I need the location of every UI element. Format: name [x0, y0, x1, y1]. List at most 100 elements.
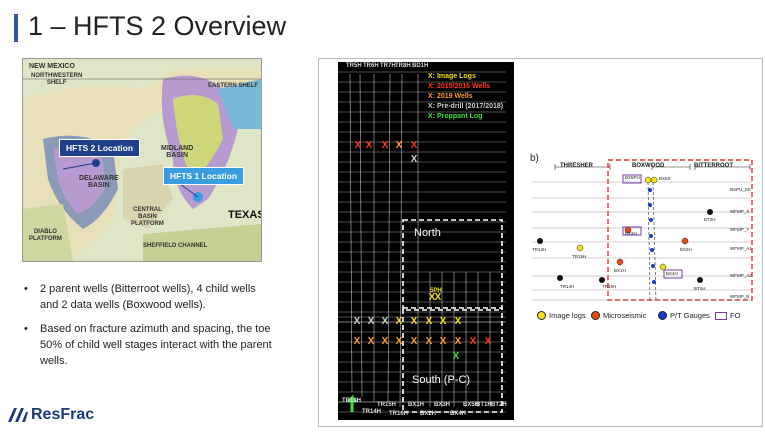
svg-text:X: X [382, 336, 389, 347]
image-log-marker [537, 311, 546, 320]
svg-text:X: X [453, 351, 460, 362]
well-label-bx3h: BX3H [434, 402, 451, 408]
well-label-bx4h: BX4H [450, 411, 467, 417]
legend-microseismic-text: Microseismic [603, 311, 647, 320]
well-label-bx5ph: BX5PH [625, 175, 640, 180]
well-label-bt2h-b: BT2H [704, 217, 716, 222]
well-label-tr16h-b: TR16H [602, 284, 617, 289]
svg-text:X: X [455, 316, 462, 327]
map-label-diablo-platform: DIABLO PLATFORM [29, 229, 62, 242]
well-label-bt1h: BT1H [476, 402, 492, 408]
map-label-delaware-basin: DELAWARE BASIN [79, 175, 119, 189]
panel-a-legend-2019: X: 2019 Wells [428, 93, 473, 100]
formation-label-bspu-ss: BSPU_SS [730, 187, 751, 192]
svg-text:X: X [354, 336, 361, 347]
group-label-bitterroot: BITTERROOT [694, 163, 733, 169]
map-label-sheffield-channel: SHEFFIELD CHANNEL [143, 243, 208, 249]
legend-fo: FO [715, 311, 740, 320]
svg-text:X: X [426, 336, 433, 347]
hfts2-location-label: HFTS 2 Location [59, 139, 141, 157]
formation-label-wfmp-a1: WFMP_A1 [730, 246, 752, 251]
svg-text:X: X [396, 140, 403, 151]
group-label-boxwood: BOXWOOD [632, 163, 665, 169]
formation-label-wfmp-a2: WFMP_A2 [730, 273, 752, 278]
well-label-bx1h-b: BX1H [614, 268, 626, 273]
legend-pt-gauges: P/T Gauges [658, 311, 710, 320]
svg-text:X: X [396, 316, 403, 327]
svg-text:X: X [426, 316, 433, 327]
svg-text:X: X [368, 316, 375, 327]
svg-text:X: X [435, 292, 442, 303]
formation-label-wfmp-x: WFMP_X [730, 209, 750, 214]
well-label-tr14h-b: TR14H [560, 284, 575, 289]
legend-fo-text: FO [730, 311, 741, 320]
bullet-list: 2 parent wells (Bitterroot wells), 4 chi… [22, 281, 272, 377]
map-label-eastern-shelf: EASTERN SHELF [208, 83, 259, 89]
well-label-tr13h: TR13H [342, 398, 362, 404]
svg-text:X: X [429, 292, 436, 303]
panel-b-label: b) [530, 153, 539, 164]
svg-text:X: X [382, 140, 389, 151]
svg-text:X: X [354, 316, 361, 327]
panel-a-legend-2015-2016: X: 2015/2016 Wells [428, 83, 491, 90]
svg-text:X: X [411, 336, 418, 347]
svg-text:X: X [440, 316, 447, 327]
map-label-northwestern-shelf: NORTHWESTERN SHELF [31, 73, 83, 86]
microseismic-marker [591, 311, 600, 320]
resfrac-logo-icon [8, 408, 28, 422]
well-label-bx3h-b: BX3H [625, 231, 637, 236]
well-label-tr14h: TR14H [362, 409, 382, 415]
sph-label: 5PH [430, 288, 442, 294]
svg-text:X: X [485, 336, 492, 347]
bullet-item: 2 parent wells (Bitterroot wells), 4 chi… [22, 281, 272, 313]
permian-basin-map: NEW MEXICO NORTHWESTERN SHELF EASTERN SH… [22, 58, 262, 262]
svg-text:X: X [440, 336, 447, 347]
panel-a-legend-image-logs: X: Image Logs [428, 73, 476, 80]
well-label-tr16h: TR16H [389, 411, 409, 417]
panel-a-legend-predrill: X: Pre-drill (2017/2018) [428, 103, 504, 110]
well-label-tr7h: TR7H [380, 63, 396, 69]
gauge-marker [658, 311, 667, 320]
map-label-midland-basin: MIDLAND BASIN [161, 145, 194, 159]
fo-marker [715, 311, 727, 320]
well-label-tr15h: TR15H [377, 402, 397, 408]
well-label-bx2h: BX2H [420, 411, 437, 417]
svg-text:X: X [368, 336, 375, 347]
well-label-bx2h-b: BX2H [680, 247, 692, 252]
svg-text:X: X [382, 316, 389, 327]
svg-text:X: X [411, 154, 418, 165]
map-label-new-mexico: NEW MEXICO [29, 63, 75, 70]
svg-text:X: X [411, 140, 418, 151]
well-label-tr15h-b: TR15H [572, 254, 587, 259]
title-accent-bar [14, 14, 18, 42]
well-label-bx1h: BX1H [408, 402, 425, 408]
legend-microseismic: Microseismic [591, 311, 646, 320]
map-graphic [23, 59, 261, 261]
formation-label-wfmp-y: WFMP_Y [730, 227, 750, 232]
svg-text:X: X [411, 316, 418, 327]
panel-b-graphic [532, 159, 753, 301]
panel-b-cross-section: BX5PH BX6S BT2H BX3H BX2H TR13H TR15H BX… [530, 150, 755, 325]
resfrac-logo: ResFrac [6, 406, 94, 424]
well-label-bx6s: BX6S [659, 176, 671, 181]
well-label-bd1h: BD1H [412, 63, 429, 69]
logo-text: ResFrac [31, 406, 95, 423]
group-label-thresher: THRESHER [560, 163, 594, 169]
hfts1-location-label: HFTS 1 Location [163, 167, 245, 185]
panel-a-label: a) [324, 68, 333, 79]
legend-pt-gauges-text: P/T Gauges [670, 311, 710, 320]
well-label-bt1h-b: BT1H [694, 286, 706, 291]
well-label-tr5h: TR5H [346, 63, 362, 69]
well-label-tr8h: TR8H [395, 63, 411, 69]
svg-text:X: X [470, 336, 477, 347]
svg-text:X: X [455, 336, 462, 347]
svg-text:X: X [355, 140, 362, 151]
map-label-texas: TEXAS [228, 209, 262, 221]
bullet-item: Based on fracture azimuth and spacing, t… [22, 321, 272, 369]
well-label-bt2h: BT2H [491, 402, 507, 408]
map-label-central-basin-platform: CENTRAL BASIN PLATFORM [131, 207, 164, 227]
svg-text:X: X [366, 140, 373, 151]
well-label-bx4h-b: BX4H [666, 271, 678, 276]
south-zone-label: South (P-C) [412, 374, 471, 386]
